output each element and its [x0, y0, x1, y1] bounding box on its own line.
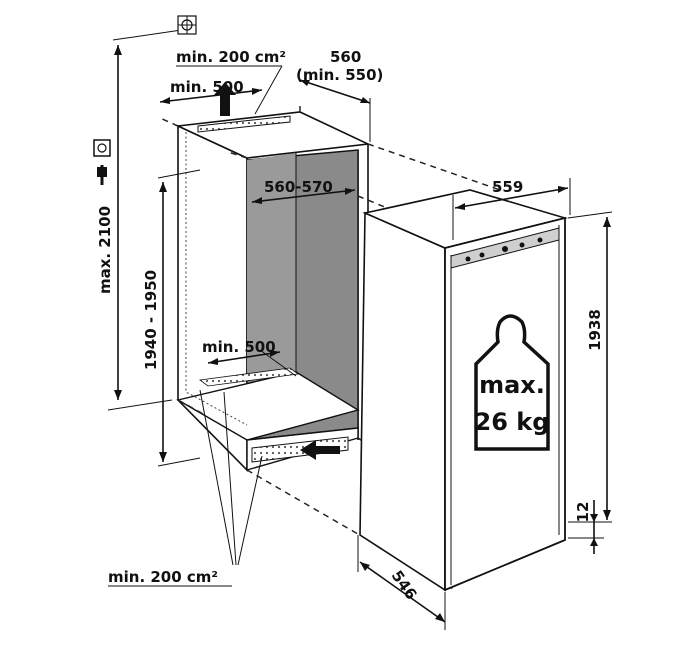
dim-appliance-height: 1938 [567, 211, 613, 523]
top-vent-grille [197, 115, 291, 133]
appliance-width-label: 559 [492, 178, 523, 196]
dim-bottom-vent-area: min. 200 cm² [108, 389, 263, 587]
niche [175, 111, 371, 472]
dim-niche-depth: 560 (min. 550) [296, 48, 383, 142]
dim-niche-height-label: 1940 - 1950 [142, 270, 160, 370]
dim-appliance-width: 559 [452, 178, 571, 240]
dim-bottom-vent: min. 500 [202, 338, 297, 377]
bottom-vent-area-label: min. 200 cm² [108, 568, 218, 586]
appliance-height-label: 1938 [586, 309, 604, 351]
plinth-gap-label: 12 [574, 502, 592, 523]
plug-icon [97, 165, 107, 185]
power-socket-icon [93, 139, 111, 157]
niche-depth-min-label: (min. 550) [296, 66, 383, 84]
weight-line1: max. [479, 371, 545, 399]
weight-line2: 26 kg [475, 408, 550, 436]
niche-depth-label: 560 [330, 48, 361, 66]
weight-icon: max. 26 kg [474, 314, 550, 451]
ground-symbol-icon [177, 15, 197, 35]
dim-total-height: max. 2100 [96, 27, 196, 411]
dim-total-height-label: max. 2100 [96, 206, 114, 294]
bottom-vent-depth-label: min. 500 [202, 338, 276, 356]
airflow-arrow-icon [214, 82, 236, 116]
top-vent-area-label: min. 200 cm² [176, 48, 286, 66]
dim-niche-height: 1940 - 1950 [142, 169, 201, 467]
floor-vent-grille [198, 367, 300, 387]
bottom-airflow-arrow-icon [300, 440, 340, 460]
dim-niche-width: 560-570 [251, 178, 356, 204]
niche-width-label: 560-570 [264, 178, 333, 196]
dim-plinth-gap: 12 [568, 500, 604, 554]
